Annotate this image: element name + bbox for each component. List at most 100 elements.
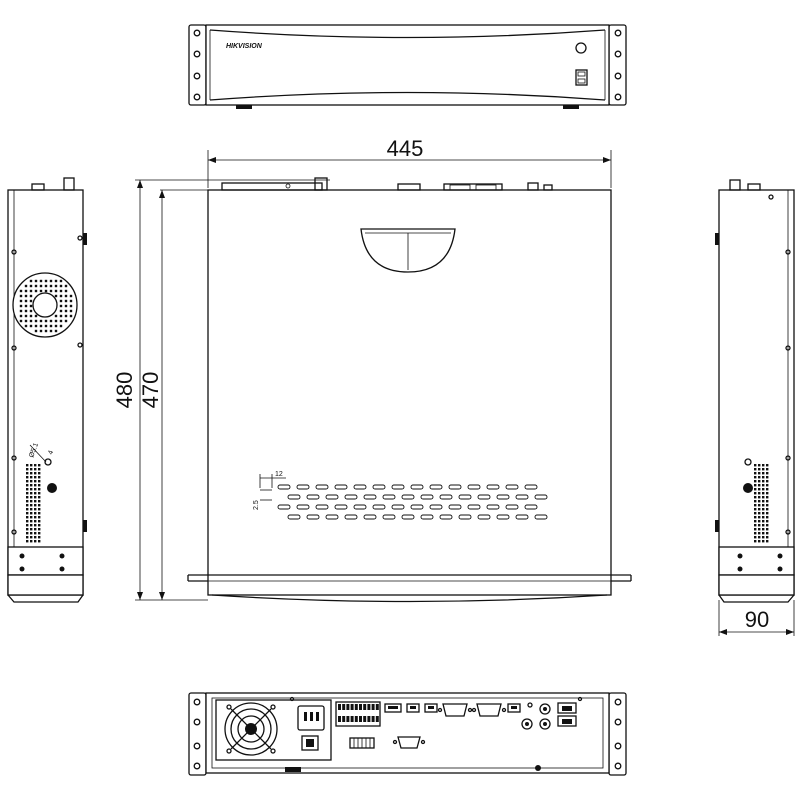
brand-logo: HIKVISION (226, 43, 263, 50)
side-vent-hole (26, 472, 29, 475)
vent-slot (401, 514, 415, 520)
side-vent-hole (766, 496, 769, 499)
vent-slot (448, 484, 462, 490)
fan-hole (59, 284, 63, 288)
fan-hole (49, 324, 53, 328)
terminal-pin (350, 716, 354, 722)
fan-hole (24, 304, 28, 308)
fan-hole (19, 309, 23, 313)
side-vent-hole (34, 508, 37, 511)
fan-hole (24, 299, 28, 303)
fan-hole (49, 279, 53, 283)
right-side-panel (718, 189, 795, 596)
vent-width-label: 12 (275, 471, 283, 478)
side-vent-hole (38, 484, 41, 487)
side-vent-hole (34, 472, 37, 475)
terminal-pin (371, 704, 375, 710)
side-vent-hole (34, 512, 37, 515)
fan-hole (69, 304, 73, 308)
fan-hole (64, 284, 68, 288)
side-vent-hole (762, 468, 765, 471)
side-vent-hole (758, 504, 761, 507)
side-vent-hole (30, 500, 33, 503)
side-vent-hole (30, 484, 33, 487)
terminal-pin (354, 704, 358, 710)
side-vent-hole (754, 520, 757, 523)
vent-slot (429, 484, 443, 490)
terminal-pins (338, 704, 379, 722)
side-vent-hole (38, 520, 41, 523)
side-vent-hole (30, 504, 33, 507)
vent-slot (534, 514, 548, 520)
vent-slot (410, 484, 424, 490)
height-dimension-label: 90 (745, 607, 769, 632)
side-vent-hole (762, 520, 765, 523)
terminal-pin (342, 716, 346, 722)
vent-slot (391, 484, 405, 490)
side-vent-hole (754, 464, 757, 467)
top-vent-slots (277, 484, 548, 520)
fan-hole (59, 304, 63, 308)
side-vent-hole (758, 508, 761, 511)
side-vent-hole (26, 488, 29, 491)
fan-hole (59, 299, 63, 303)
side-vent-hole (34, 532, 37, 535)
side-vent-hole (26, 532, 29, 535)
side-vent-hole (26, 520, 29, 523)
fan-hole (34, 284, 38, 288)
fan-hole (49, 289, 53, 293)
terminal-pin (371, 716, 375, 722)
side-vent-hole (762, 532, 765, 535)
vent-slot (287, 514, 301, 520)
side-vent-hole (758, 524, 761, 527)
terminal-pin (346, 704, 350, 710)
side-vent-hole (758, 540, 761, 543)
vent-slot (334, 504, 348, 510)
vent-slot (382, 494, 396, 500)
fan-hole (54, 314, 58, 318)
side-vent-hole (758, 476, 761, 479)
vent-slot (515, 514, 529, 520)
vent-slot (277, 484, 291, 490)
fan-hole (44, 284, 48, 288)
vent-slot (439, 514, 453, 520)
fan-hole (19, 299, 23, 303)
side-vent-hole (754, 540, 757, 543)
side-vent-hole (762, 528, 765, 531)
side-vent-hole (758, 528, 761, 531)
side-vent-hole (766, 468, 769, 471)
side-vent-hole (766, 520, 769, 523)
side-vent-hole (34, 524, 37, 527)
side-vent-hole (26, 516, 29, 519)
side-vent-hole (758, 472, 761, 475)
side-vent-hole (34, 480, 37, 483)
fan-hole (29, 279, 33, 283)
side-vent-hole (758, 536, 761, 539)
side-vent-hole (26, 504, 29, 507)
vent-slot (372, 484, 386, 490)
fan-hole (44, 329, 48, 333)
vent-slot (353, 504, 367, 510)
side-vent-hole (26, 484, 29, 487)
fan-hole (59, 294, 63, 298)
side-vent-hole (758, 496, 761, 499)
fan-hole (19, 289, 23, 293)
vent-slot (315, 484, 329, 490)
front-left-rack-ear (188, 24, 207, 106)
side-vent-hole (754, 504, 757, 507)
side-vent-hole (754, 492, 757, 495)
terminal-pin (375, 716, 379, 722)
vent-slot (325, 514, 339, 520)
side-vent-hole (34, 516, 37, 519)
side-vent-hole (38, 472, 41, 475)
terminal-pin (342, 704, 346, 710)
vent-slot (410, 504, 424, 510)
vent-slot (306, 514, 320, 520)
side-vent-hole (38, 540, 41, 543)
rs232-port-icon (397, 736, 421, 749)
fan-hole (49, 329, 53, 333)
side-vent-hole (26, 500, 29, 503)
side-vent-hole (766, 512, 769, 515)
fan-hole (54, 289, 58, 293)
